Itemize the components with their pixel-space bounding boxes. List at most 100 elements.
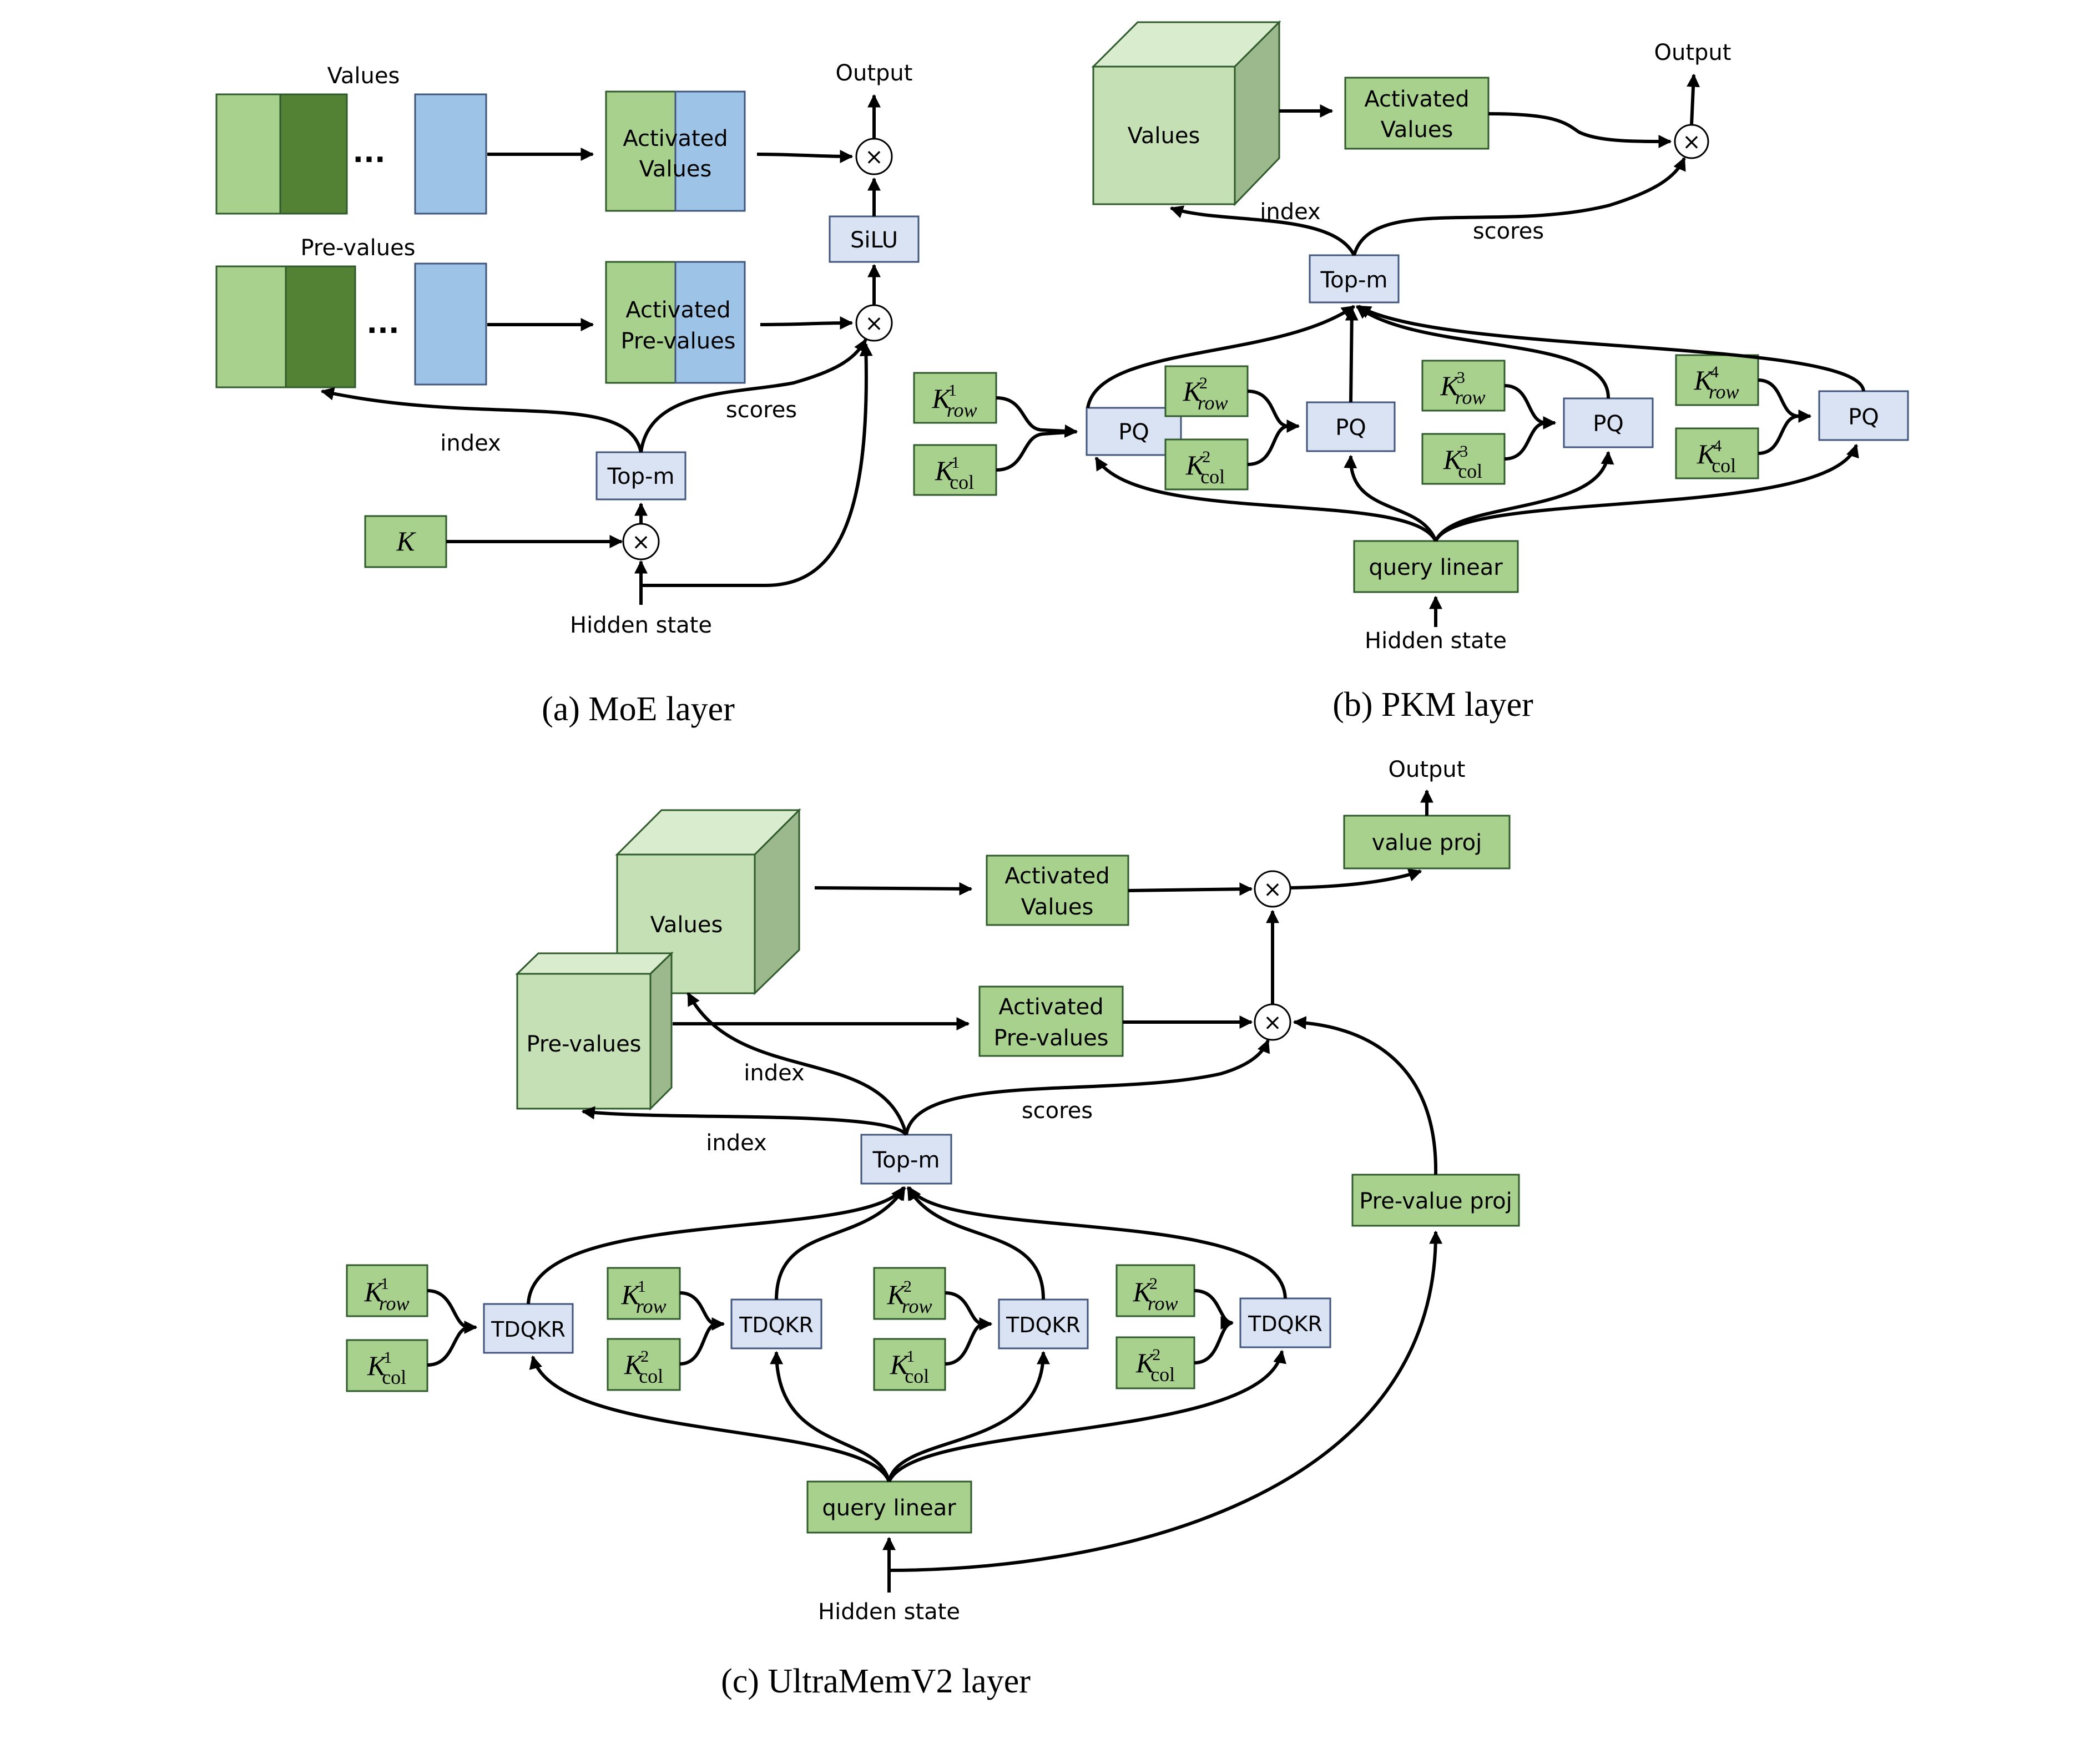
output-label: Output [1654,40,1732,65]
values-cube-front [1092,65,1236,205]
arrow-kcolc3-to-tdqkr3 [945,1322,984,1366]
value-expert-n [414,93,487,215]
activated-values-line2: Values [1021,894,1094,920]
prevalues-label: Pre-values [526,1032,641,1057]
tdqkr-label-1: TDQKR [491,1317,566,1342]
values-ellipsis: ... [352,136,385,169]
pq-box-2 [1306,401,1396,452]
activated-values-line1: Activated [1004,863,1109,889]
activated-values-line1: Activated [623,126,728,151]
activated-prevalues-line1: Activated [998,994,1103,1020]
mul-symbol-3: × [632,529,650,555]
arrow-query-to-tdqkr1 [529,1355,891,1483]
arrow-kcolc4-to-tdqkr4 [1194,1321,1233,1364]
key-col-3 [1421,433,1506,485]
prevalues-label: Pre-values [300,235,415,261]
pq-label-2: PQ [1335,415,1366,441]
arrow-query-to-tdqkr2 [770,1351,891,1482]
key-row-c4 [1115,1264,1195,1317]
silu-label: SiLU [850,228,898,253]
activated-prevalues-line2: Pre-values [993,1025,1108,1051]
arrow-krow1-to-pq1 [996,396,1078,438]
activated-prevalues-blue [674,261,746,384]
arrow-mul-to-valueproj [1290,868,1422,889]
arrow-krow3-to-pq3 [1504,384,1557,429]
key-box [364,515,447,568]
panel-a-moe: ... Values Activated Values ... Pre-valu… [215,60,920,728]
hidden-state-label: Hidden state [818,1599,960,1625]
prevalue-expert-n [414,262,487,386]
arrow-krow2-to-pq2 [1247,390,1300,433]
value-expert-1 [215,93,281,215]
arrow-pq4-to-topm [1357,305,1865,392]
scores-label: scores [1022,1098,1093,1124]
values-label: Values [1128,123,1200,149]
arrow-to-output [1687,73,1700,125]
activated-values-blue [674,90,746,212]
key-label: K [396,525,416,557]
key-col-c2 [607,1338,681,1391]
key-row-3 [1421,360,1506,412]
arrow-krow4-to-pq4 [1758,378,1812,423]
pq-box-3 [1563,397,1654,448]
key-col-4 [1675,427,1759,479]
output-label: Output [836,60,913,86]
activated-values-line1: Activated [1364,87,1469,112]
caption-b: (b) PKM layer [1332,686,1533,724]
index-label: index [440,431,501,456]
arrow-tdqkr1-to-topm [527,1186,905,1305]
arrow-scores-to-mul [1352,156,1686,256]
activated-values-line2: Values [639,156,712,182]
topm-label: Top-m [1320,267,1388,293]
scores-label: scores [726,397,797,423]
arrow-krowc1-to-tdqkr1 [427,1289,478,1334]
output-label: Output [1389,757,1466,782]
arrow-query-to-pq3 [1434,451,1614,542]
arrow-kcolc1-to-tdqkr1 [427,1326,470,1367]
index-bottom-label: index [706,1130,766,1156]
topm-box [1309,254,1400,304]
prevalue-expert-1 [215,265,287,388]
index-top-label: index [744,1060,804,1086]
query-linear-box [1353,540,1519,593]
mul-symbol-2: × [1263,1010,1282,1035]
value-expert-2 [279,93,348,215]
arrow-krowc3-to-tdqkr3 [945,1291,993,1331]
arrow-scores-to-mul [905,1039,1270,1135]
arrow-index-to-prevalues [320,387,643,453]
index-label: index [1260,199,1320,225]
prevalue-expert-2 [285,265,356,388]
activated-values-box [1344,77,1490,150]
arrow-activated-values-to-mul [756,149,854,163]
pq-label-3: PQ [1593,411,1624,437]
topm-label: Top-m [872,1148,940,1173]
tdqkr-label-3: TDQKR [1006,1313,1081,1337]
arrow-index-to-prevalues [581,1106,908,1136]
prevalue-proj-label: Pre-value proj [1359,1189,1512,1214]
arrow-pq1-to-topm [1086,305,1355,408]
key-row-1 [913,372,997,424]
activated-values-green [605,90,677,212]
arrow-activated-prevalues-to-mul [760,316,854,330]
pq-label-4: PQ [1848,405,1879,430]
value-proj-box [1343,815,1511,870]
arrow-values-to-activated [814,882,973,896]
activated-prevalues-green [605,261,677,384]
arrow-index-to-values [686,992,908,1135]
query-linear-box [806,1480,972,1534]
value-proj-label: value proj [1372,830,1482,856]
arrow-kcol3-to-pq3 [1504,421,1546,461]
prevalue-proj-box [1351,1174,1520,1227]
